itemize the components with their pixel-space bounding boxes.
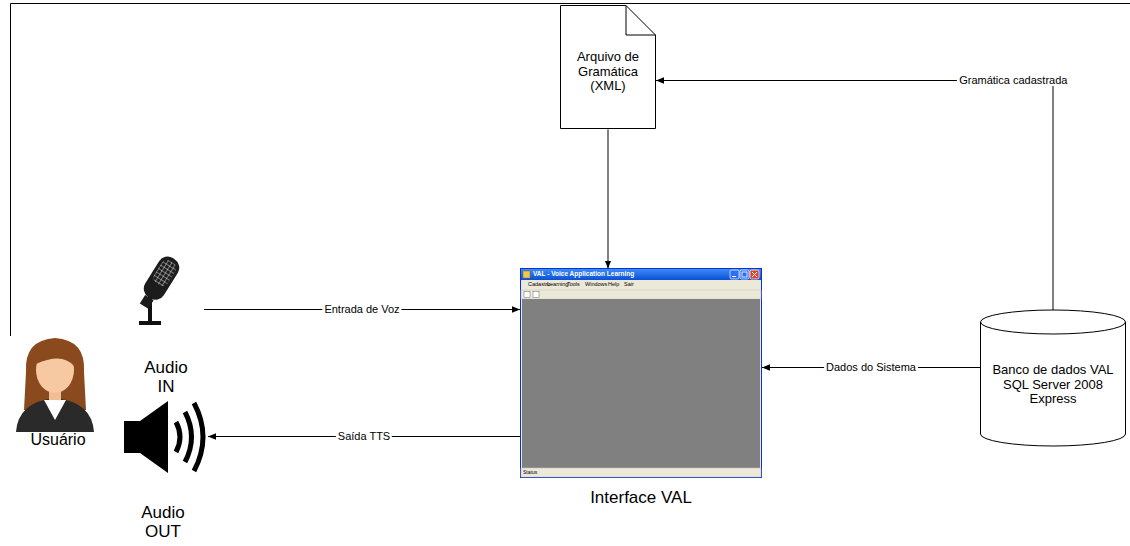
frame-lines — [11, 4, 1130, 337]
user-figure — [16, 338, 94, 432]
edge-label: Gramática cadastrada — [959, 74, 1067, 86]
sound-wave — [194, 403, 203, 471]
menu-item: Sair — [624, 282, 634, 288]
edge-label-patch: Entrada de Voz — [322, 303, 401, 315]
toolbar-icon — [524, 292, 530, 298]
edge-label-patch: Dados do Sistema — [824, 361, 918, 373]
status-text: Status — [523, 470, 537, 475]
user-node: Usuário — [8, 345, 108, 449]
minimize-button — [730, 270, 739, 279]
menu-item: Help — [608, 282, 619, 288]
connector-arrow — [608, 130, 609, 269]
user-hair — [24, 338, 86, 410]
cylinder-lid — [981, 322, 1126, 334]
close-button — [750, 270, 759, 279]
node-label: Banco de dados VAL SQL Server 2008 Expre… — [988, 363, 1118, 408]
frame-line — [11, 3, 1130, 4]
user-body — [16, 398, 94, 432]
connector-arrow — [656, 81, 1053, 311]
mic-neck — [140, 295, 154, 309]
menu-item: Cadastro — [528, 282, 550, 288]
node-label: Audio OUT — [136, 503, 190, 542]
app-window-screenshot — [521, 269, 762, 478]
node-label: Audio IN — [139, 358, 193, 397]
document-outline — [561, 6, 656, 129]
toolbar-icon — [533, 292, 539, 298]
node-label: Usuário — [30, 431, 85, 449]
document-fold — [626, 6, 656, 36]
window-frame — [521, 269, 762, 478]
edge-label: Dados do Sistema — [826, 361, 916, 373]
tool-bar — [521, 290, 761, 299]
client-area — [522, 299, 760, 468]
maximize-button — [740, 270, 749, 279]
app-icon — [523, 271, 530, 278]
microphone-node: Audio IN — [128, 255, 204, 397]
mic-grille — [151, 258, 178, 289]
edge-label-patch: Saída TTS — [336, 430, 392, 442]
user-fringe — [36, 346, 74, 366]
speaker-box — [124, 421, 140, 453]
window-caption: Interface VAL — [590, 488, 692, 508]
document-shape: Arquivo de Gramática (XML) — [560, 5, 656, 129]
frame-line — [10, 4, 11, 337]
node-label: Arquivo de Gramática (XML) — [564, 50, 652, 95]
app-window: Interface VALVAL - Voice Application Lea… — [520, 268, 762, 478]
edge-label: Saída TTS — [338, 430, 390, 442]
menu-item: Learning — [547, 282, 568, 288]
edge-label: Entrada de Voz — [324, 303, 399, 315]
speaker-node: Audio OUT — [118, 412, 208, 542]
window-title: VAL - Voice Application Learning — [533, 271, 634, 278]
menu-item: Tools — [567, 282, 580, 288]
user-collar — [44, 400, 66, 420]
menu-bar — [521, 280, 761, 290]
edge-label-patch: Gramática cadastrada — [957, 74, 1069, 86]
microphone-icon — [135, 253, 183, 323]
speaker-cone — [140, 401, 168, 473]
menu-item: Windows — [585, 282, 607, 288]
sound-wave — [185, 412, 192, 462]
cylinder-body — [981, 310, 1126, 446]
sound-wave — [176, 422, 180, 452]
speaker-icon — [124, 401, 203, 473]
database-cylinder: Banco de dados VAL SQL Server 2008 Expre… — [980, 310, 1126, 446]
mic-base — [139, 321, 161, 325]
title-bar — [521, 269, 761, 280]
status-bar — [521, 468, 761, 477]
